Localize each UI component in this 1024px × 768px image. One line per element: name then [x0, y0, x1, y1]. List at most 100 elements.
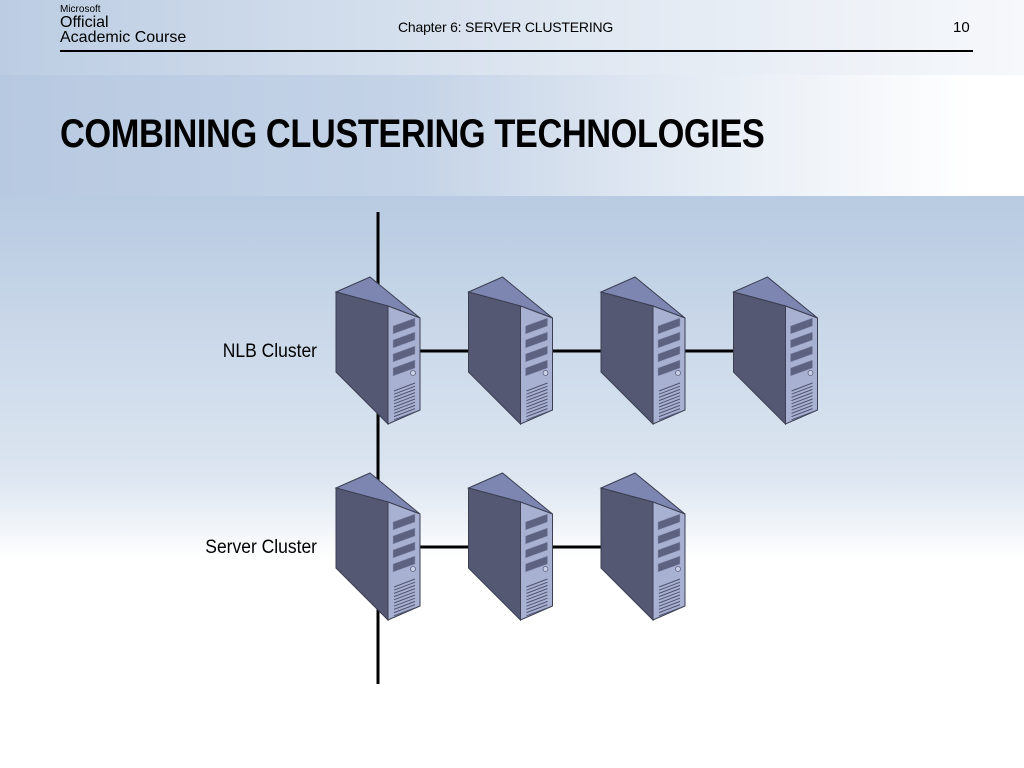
vent-slot — [526, 594, 548, 604]
drive-bay — [525, 359, 548, 377]
vent-slot — [658, 392, 681, 402]
vent-slot — [526, 404, 548, 414]
power-button-icon — [542, 370, 549, 376]
vent-slot — [393, 597, 416, 607]
vent-slot — [393, 408, 416, 418]
drive-bay — [657, 359, 681, 377]
vent-slot — [526, 588, 548, 598]
power-button-icon — [807, 370, 814, 376]
slide-title: COMBINING CLUSTERING TECHNOLOGIES — [60, 112, 765, 156]
vent-slot — [526, 597, 548, 607]
drive-bay — [790, 359, 813, 377]
servers — [334, 276, 818, 622]
drive-bay — [392, 345, 416, 363]
vent-slot — [791, 401, 813, 411]
vent-slot — [791, 398, 813, 408]
vent-slot — [393, 395, 416, 405]
vent-slot — [393, 591, 416, 601]
vent-slot — [791, 408, 813, 418]
vent-slot — [658, 597, 681, 607]
vent-slot — [526, 392, 548, 402]
vent-slot — [526, 408, 548, 418]
vent-slot — [658, 401, 681, 411]
vent-slot — [658, 385, 681, 395]
vent-slot — [526, 388, 548, 398]
drive-bay — [392, 317, 416, 335]
vent-slot — [658, 584, 681, 594]
vent-slot — [658, 581, 681, 591]
server-tower-icon — [467, 276, 553, 426]
vent-slot — [393, 578, 416, 588]
drive-bay — [392, 513, 416, 531]
vent-slot — [526, 401, 548, 411]
page-number: 10 — [953, 19, 970, 36]
vent-slot — [658, 578, 681, 588]
vent-slot — [658, 588, 681, 598]
title-band — [0, 75, 1024, 196]
drive-bay — [790, 317, 813, 335]
vent-slot — [658, 600, 681, 610]
vent-slot — [658, 604, 681, 614]
vent-slot — [658, 408, 681, 418]
drive-bay — [657, 541, 681, 559]
server-side-face — [600, 487, 654, 622]
server-side-face — [335, 291, 389, 426]
nlb-cluster-label: NLB Cluster — [222, 341, 317, 362]
network-lines — [376, 212, 734, 684]
vent-slot — [658, 607, 681, 617]
vent-slot — [393, 604, 416, 614]
drive-bay — [657, 555, 681, 573]
drive-bay — [657, 317, 681, 335]
vent-slot — [791, 395, 813, 405]
server-tower-icon — [599, 276, 686, 426]
vent-slot — [526, 398, 548, 408]
server-tower-icon — [334, 472, 421, 622]
drive-bay — [525, 527, 548, 545]
server-tower-icon — [334, 276, 421, 426]
vent-slot — [526, 385, 548, 395]
drive-bay — [525, 317, 548, 335]
vent-slot — [393, 411, 416, 421]
vent-slot — [526, 604, 548, 614]
server-side-face — [468, 487, 521, 622]
logo-line-1: Official — [60, 14, 109, 31]
vent-slot — [393, 594, 416, 604]
vent-slot — [393, 398, 416, 408]
drive-bay — [525, 345, 548, 363]
drive-bay — [525, 513, 548, 531]
vent-slot — [791, 385, 813, 395]
vent-slot — [393, 404, 416, 414]
vent-slot — [526, 578, 548, 588]
drive-bay — [392, 331, 416, 349]
drive-bay — [525, 331, 548, 349]
vent-slot — [791, 404, 813, 414]
vent-slot — [791, 411, 813, 421]
drive-bay — [657, 345, 681, 363]
vent-slot — [526, 581, 548, 591]
drive-bay — [790, 345, 813, 363]
vent-slot — [393, 584, 416, 594]
server-side-face — [335, 487, 389, 622]
drive-bay — [392, 541, 416, 559]
drive-bay — [790, 331, 813, 349]
header-band — [0, 0, 1024, 75]
vent-slot — [393, 401, 416, 411]
drive-bay — [392, 555, 416, 573]
vent-slot — [393, 388, 416, 398]
vent-slot — [658, 594, 681, 604]
power-button-icon — [410, 566, 416, 572]
drive-bay — [657, 527, 681, 545]
vent-slot — [791, 388, 813, 398]
vent-slot — [791, 392, 813, 402]
power-button-icon — [410, 370, 416, 376]
server-side-face — [600, 291, 654, 426]
vent-slot — [526, 411, 548, 421]
server-cluster-label: Server Cluster — [205, 537, 317, 558]
vent-slot — [658, 591, 681, 601]
vent-slot — [658, 411, 681, 421]
logo-line-2: Academic Course — [60, 29, 187, 46]
header-divider — [60, 50, 973, 52]
logo-brand: Microsoft — [60, 4, 101, 15]
power-button-icon — [542, 566, 549, 572]
vent-slot — [526, 607, 548, 617]
